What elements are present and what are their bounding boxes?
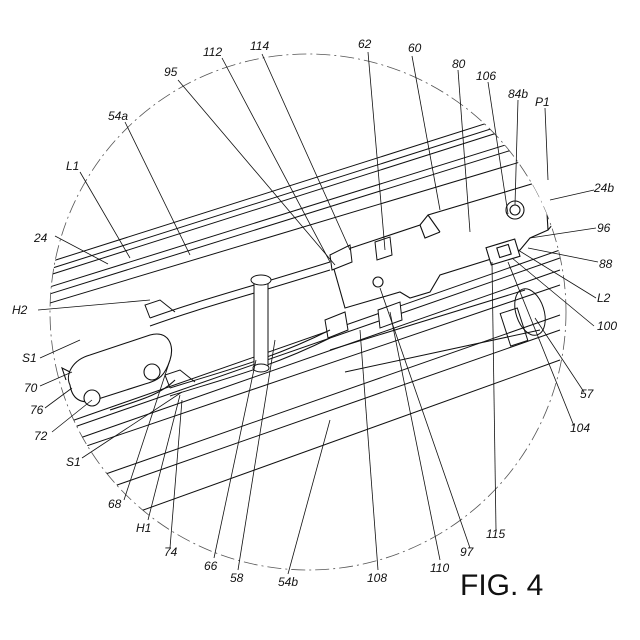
lower-rail-54b <box>60 250 560 540</box>
label: 60 <box>408 41 422 55</box>
label: L1 <box>66 159 79 173</box>
label: H1 <box>136 521 151 535</box>
reference-labels: 62 60 114 112 95 80 106 84b P1 54a L1 24… <box>12 37 617 589</box>
link-plate-70 <box>62 334 175 410</box>
detail-circle <box>50 54 566 570</box>
label: 84b <box>508 87 528 101</box>
pin-66 <box>251 275 271 372</box>
label: 72 <box>34 429 48 443</box>
label: 95 <box>164 65 178 79</box>
label: S1 <box>66 455 81 469</box>
label: H2 <box>12 303 28 317</box>
label: 54b <box>278 575 298 589</box>
label: 66 <box>204 559 218 573</box>
label: 58 <box>230 571 244 585</box>
leader-lines <box>38 52 598 574</box>
label: 74 <box>164 545 178 559</box>
rail-assembly <box>40 100 560 540</box>
label: 110 <box>430 561 449 575</box>
label: 88 <box>599 257 613 271</box>
label: 108 <box>367 571 387 585</box>
spring-arms <box>145 262 330 396</box>
label: 115 <box>486 527 505 541</box>
label: 24b <box>593 181 614 195</box>
label: 24 <box>33 231 48 245</box>
label: 80 <box>452 57 466 71</box>
label: 70 <box>24 381 38 395</box>
carriage-plate-80 <box>330 170 558 308</box>
label: P1 <box>535 95 550 109</box>
label: 62 <box>358 37 372 51</box>
label: 100 <box>597 319 617 333</box>
label: 57 <box>580 387 595 401</box>
label: L2 <box>597 291 611 305</box>
label: 114 <box>250 39 269 53</box>
label: 106 <box>476 69 496 83</box>
figure-caption: FIG. 4 <box>460 569 543 602</box>
label: S1 <box>22 351 37 365</box>
label: 76 <box>30 403 44 417</box>
label: 112 <box>203 45 222 59</box>
label: 97 <box>460 545 475 559</box>
label: 68 <box>108 497 122 511</box>
label: 96 <box>597 221 611 235</box>
label: 104 <box>570 421 590 435</box>
label: 54a <box>108 109 128 123</box>
